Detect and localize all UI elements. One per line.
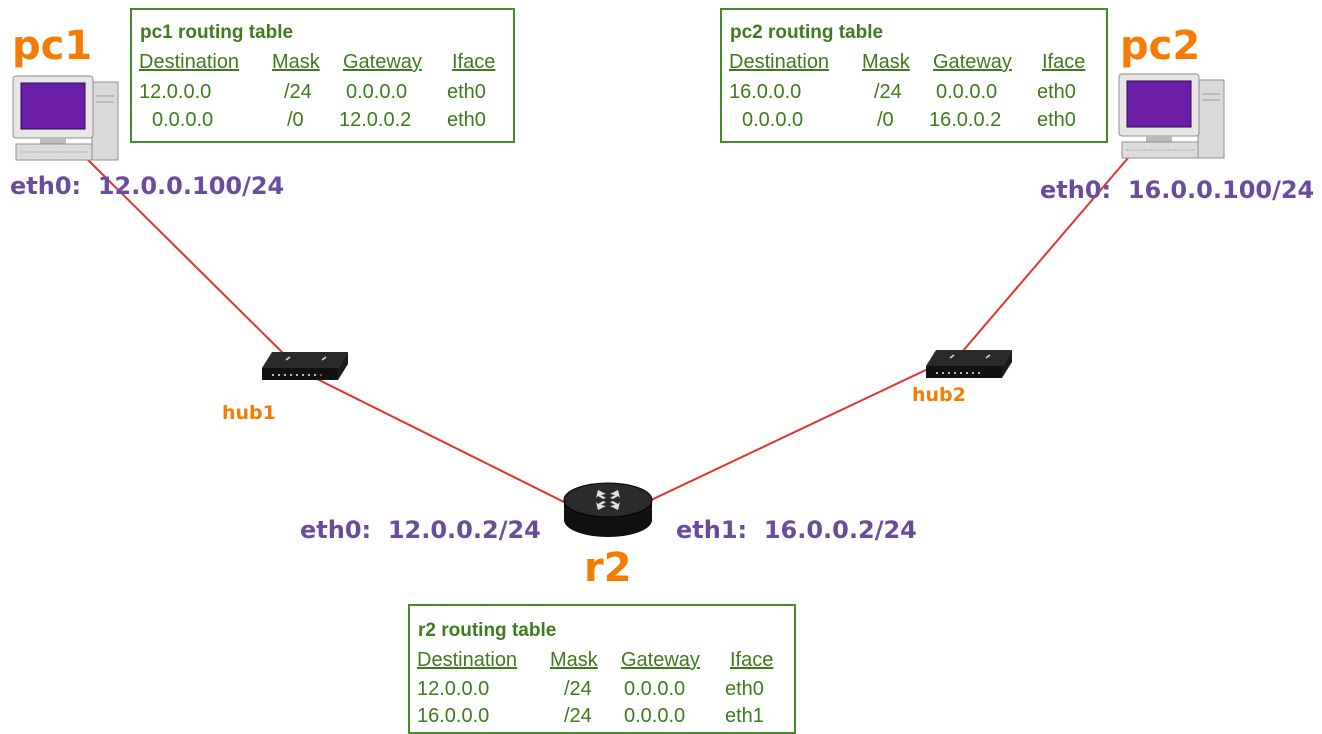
table-cell: eth1 [725,705,764,727]
r2-eth1-label: eth1: 16.0.0.2/24 [676,516,917,544]
r2-routing-table: r2 routing table Destination Mask Gatewa… [408,604,796,734]
table-cell: 0.0.0.0 [624,705,686,727]
hub2-label: hub2 [912,384,966,406]
routing-table-title: pc1 routing table [140,22,294,43]
table-cell: 0.0.0.0 [346,81,408,103]
pc2-eth0-label: eth0: 16.0.0.100/24 [1040,176,1315,204]
table-cell: eth0 [447,109,486,131]
hub1-hub-icon[interactable] [258,348,350,384]
link-hub1-r2 [314,377,581,511]
pc2-routing-table: pc2 routing table Destination Mask Gatew… [720,8,1108,143]
table-cell: 0.0.0.0 [742,109,804,131]
hub1-label: hub1 [222,402,276,424]
header-iface: Iface [730,649,774,671]
pc1-computer-icon[interactable] [10,74,122,164]
table-cell: 12.0.0.0 [139,81,212,103]
table-cell: 0.0.0.0 [624,678,686,700]
table-cell: /0 [877,109,894,131]
pc2-name: pc2 [1120,23,1201,69]
table-cell: eth0 [447,81,486,103]
table-cell: 12.0.0.0 [417,678,490,700]
table-cell: 0.0.0.0 [152,109,214,131]
table-cell: 0.0.0.0 [936,81,998,103]
table-cell: eth0 [1037,81,1076,103]
header-destination: Destination [729,51,830,73]
table-cell: eth0 [1037,109,1076,131]
table-cell: /24 [284,81,312,103]
r2-name: r2 [584,545,632,591]
routing-table-title: pc2 routing table [730,22,884,43]
r2-eth0-label: eth0: 12.0.0.2/24 [300,516,541,544]
table-cell: 16.0.0.0 [729,81,802,103]
pc1-eth0-label: eth0: 12.0.0.100/24 [10,172,285,200]
header-mask: Mask [862,51,910,73]
table-cell: 12.0.0.2 [339,109,412,131]
header-gateway: Gateway [343,51,422,73]
routing-table-title: r2 routing table [418,620,557,641]
table-cell: /0 [287,109,304,131]
header-gateway: Gateway [621,649,700,671]
table-cell: 16.0.0.0 [417,705,490,727]
header-iface: Iface [1042,51,1086,73]
table-cell: /24 [874,81,902,103]
link-pc1-hub1 [87,159,291,361]
pc1-name: pc1 [12,23,93,69]
table-cell: /24 [564,705,592,727]
pc1-routing-table: pc1 routing table Destination Mask Gatew… [130,8,515,143]
header-gateway: Gateway [933,51,1012,73]
header-mask: Mask [272,51,320,73]
header-mask: Mask [550,649,598,671]
table-cell: 16.0.0.2 [929,109,1002,131]
header-destination: Destination [417,649,518,671]
header-destination: Destination [139,51,240,73]
link-r2-hub2 [629,367,931,511]
r2-router-icon[interactable] [560,480,656,542]
pc2-computer-icon[interactable] [1116,72,1228,162]
header-iface: Iface [452,51,496,73]
link-hub2-pc2 [961,157,1129,353]
table-cell: /24 [564,678,592,700]
hub2-hub-icon[interactable] [922,346,1014,382]
table-cell: eth0 [725,678,764,700]
